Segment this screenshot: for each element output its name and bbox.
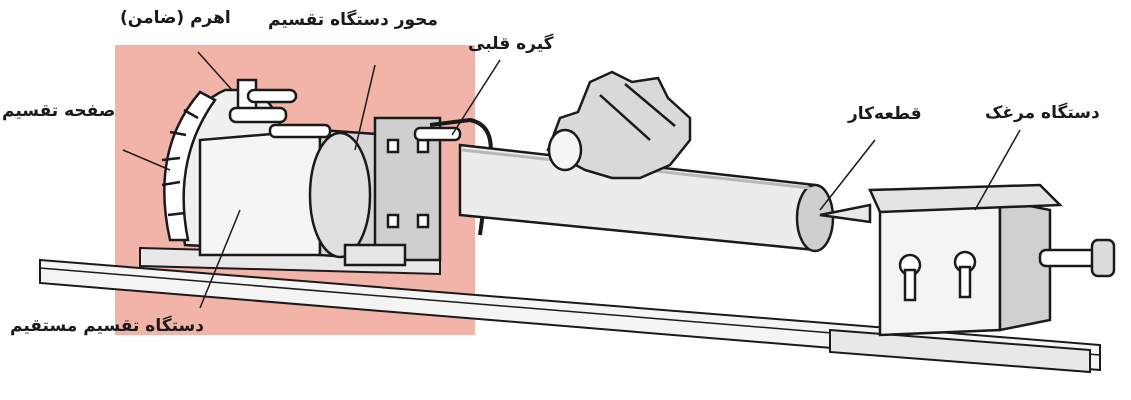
label-index-spindle: محور دستگاه تقسیم: [268, 12, 438, 29]
gear-workpiece: [548, 72, 690, 178]
leader-workpiece: [820, 140, 875, 210]
label-workpiece: قطعه‌کار: [848, 106, 922, 123]
label-index-plate: صفحه تقسیم: [2, 103, 115, 120]
label-tailstock: دستگاه مرغک: [985, 105, 1100, 122]
tailstock: [820, 185, 1114, 335]
label-lever: اهرم (ضامن): [120, 10, 231, 27]
label-dog-clamp: گیره قلبی: [468, 36, 554, 53]
label-direct-indexing-head: دستگاه تقسیم مستقیم: [10, 318, 204, 335]
